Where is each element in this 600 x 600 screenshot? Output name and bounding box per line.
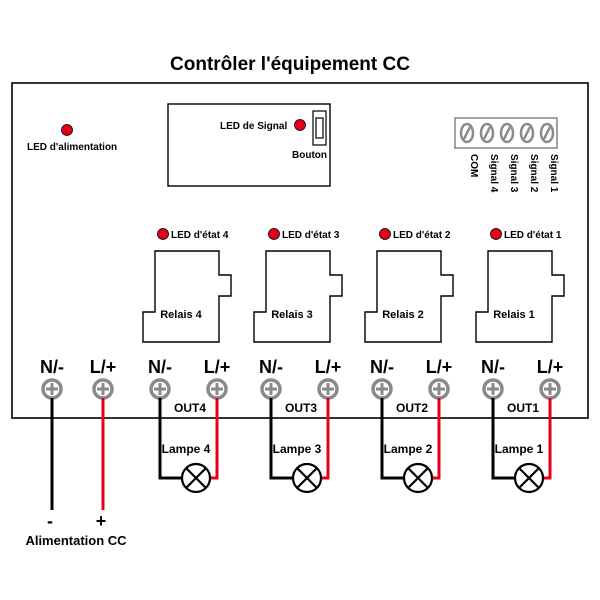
relay-label: Relais 2 [382, 309, 424, 321]
relay [364, 250, 454, 343]
lamp-pos-wire [210, 398, 219, 480]
pos-terminal-label: L/+ [426, 357, 453, 377]
lamp-neg-wire [380, 398, 404, 480]
power-led-label: LED d'alimentation [27, 142, 117, 153]
signal-terminal-label: Signal 1 [548, 154, 559, 193]
pos-terminal-label: L/+ [537, 357, 564, 377]
supply-label: Alimentation CC [25, 533, 127, 548]
lamp-label: Lampe 2 [384, 442, 433, 456]
button-label: Bouton [292, 150, 327, 161]
relay-label: Relais 4 [160, 309, 202, 321]
signal-terminal-label: Signal 2 [528, 154, 539, 193]
signal-led-label: LED de Signal [220, 121, 287, 132]
status-led-label: LED d'état 4 [171, 230, 229, 241]
receiver-module [167, 103, 331, 187]
lamp-label: Lampe 4 [162, 442, 211, 456]
neg-terminal-screw[interactable] [260, 378, 282, 400]
relay [142, 250, 232, 343]
neg-terminal-label: N/- [148, 357, 172, 377]
lamp-neg-wire [491, 398, 515, 480]
pos-terminal-screw[interactable] [539, 378, 561, 400]
lamp-label: Lampe 1 [495, 442, 544, 456]
signal-terminal-screw[interactable] [499, 122, 515, 144]
status-led [157, 228, 169, 240]
output-label: OUT2 [396, 401, 428, 415]
lamp-icon [291, 462, 323, 494]
relay-label: Relais 1 [493, 309, 535, 321]
signal-terminal-screw[interactable] [519, 122, 535, 144]
output-label: OUT3 [285, 401, 317, 415]
supply-neg-screw[interactable] [41, 378, 63, 400]
neg-terminal-label: N/- [259, 357, 283, 377]
pos-terminal-screw[interactable] [317, 378, 339, 400]
lamp-icon [180, 462, 212, 494]
supply-pos-terminal-label: L/+ [90, 357, 117, 377]
neg-terminal-screw[interactable] [482, 378, 504, 400]
lamp-neg-wire [158, 398, 182, 480]
signal-terminal-label: Signal 4 [488, 154, 499, 193]
status-led [490, 228, 502, 240]
learn-button-inner [315, 117, 324, 139]
signal-terminal-label: COM [468, 154, 479, 177]
neg-terminal-screw[interactable] [371, 378, 393, 400]
pos-terminal-screw[interactable] [206, 378, 228, 400]
relay [475, 250, 565, 343]
signal-terminal-screw[interactable] [479, 122, 495, 144]
neg-terminal-screw[interactable] [149, 378, 171, 400]
lamp-label: Lampe 3 [273, 442, 322, 456]
neg-terminal-label: N/- [481, 357, 505, 377]
neg-terminal-label: N/- [370, 357, 394, 377]
status-led [268, 228, 280, 240]
page-title: Contrôler l'équipement CC [170, 54, 410, 75]
output-label: OUT4 [174, 401, 206, 415]
status-led-label: LED d'état 2 [393, 230, 451, 241]
relay [253, 250, 343, 343]
status-led-label: LED d'état 1 [504, 230, 562, 241]
signal-terminal-block: COM Signal 4 Signal 3 Signal 2 Signal 1 [454, 117, 559, 193]
lamp-pos-wire [321, 398, 330, 480]
status-led [379, 228, 391, 240]
signal-terminal-screw[interactable] [459, 122, 475, 144]
output-label: OUT1 [507, 401, 539, 415]
lamp-pos-wire [432, 398, 441, 480]
pos-terminal-label: L/+ [315, 357, 342, 377]
supply-pos-screw[interactable] [92, 378, 114, 400]
lamp-icon [513, 462, 545, 494]
signal-led [294, 119, 306, 131]
supply-neg-terminal-label: N/- [40, 357, 64, 377]
signal-terminal-label: Signal 3 [508, 154, 519, 193]
lamp-neg-wire [269, 398, 293, 480]
status-led-label: LED d'état 3 [282, 230, 340, 241]
supply-neg-sign: - [47, 511, 53, 531]
lamp-icon [402, 462, 434, 494]
power-led [61, 124, 73, 136]
supply-pos-sign: + [96, 511, 107, 531]
pos-terminal-label: L/+ [204, 357, 231, 377]
relay-label: Relais 3 [271, 309, 313, 321]
lamp-pos-wire [543, 398, 552, 480]
signal-terminal-screw[interactable] [539, 122, 555, 144]
pos-terminal-screw[interactable] [428, 378, 450, 400]
